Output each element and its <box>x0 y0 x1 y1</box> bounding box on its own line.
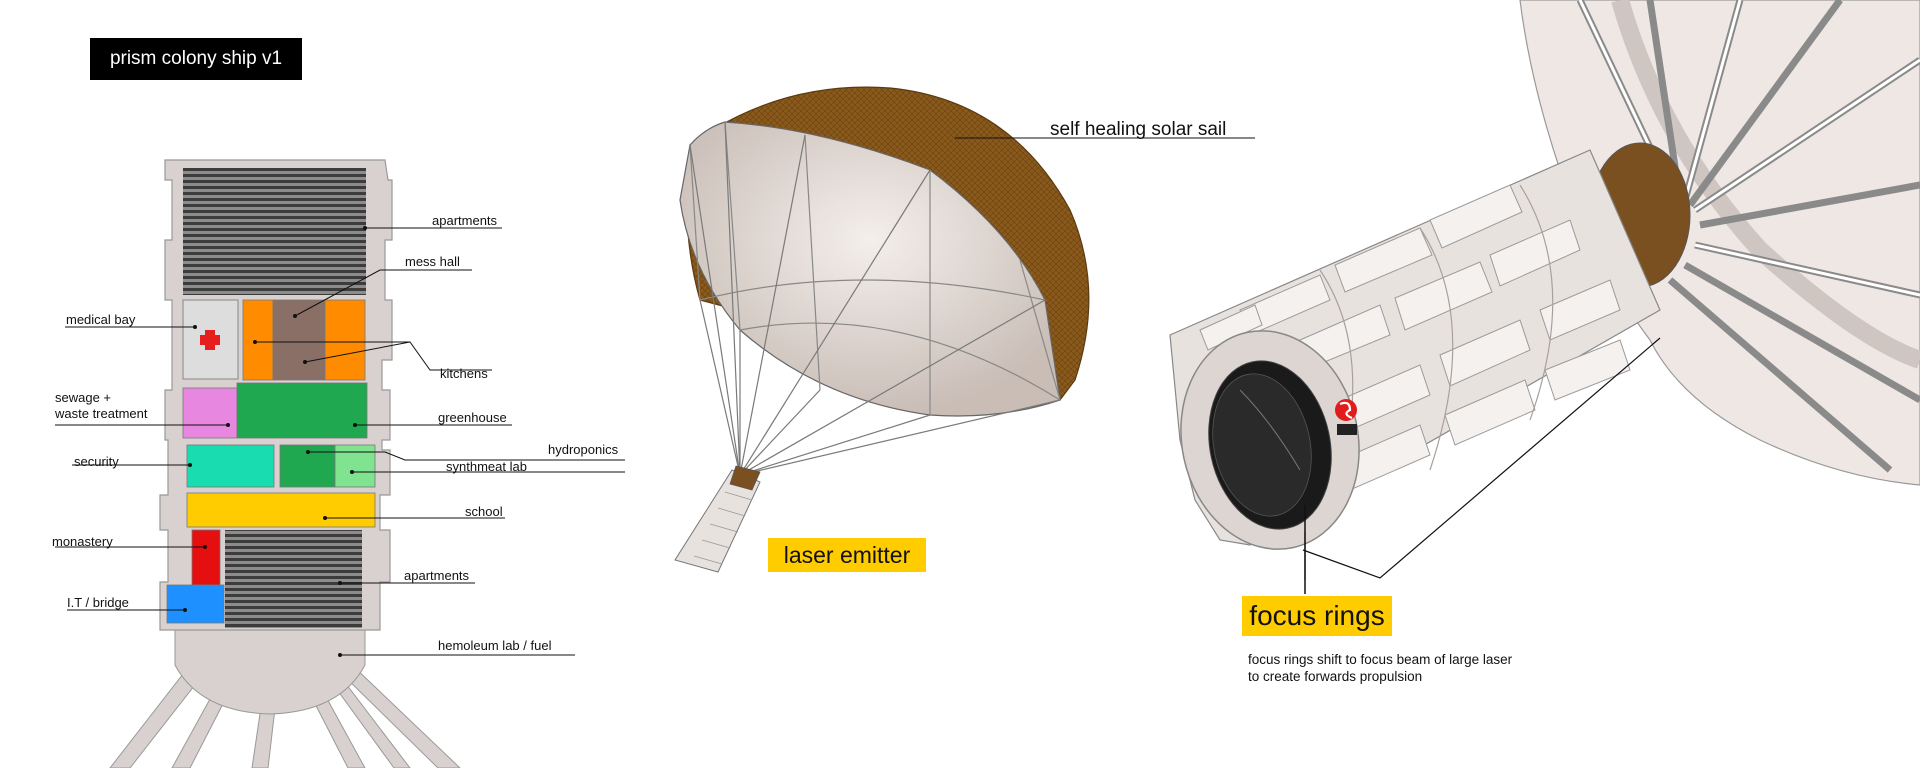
label-monastery: monastery <box>52 534 113 549</box>
label-greenhouse: greenhouse <box>438 410 507 425</box>
focus-rings-closeup <box>1161 0 1920 594</box>
mess-hall-block <box>273 300 325 380</box>
description-line-2: to create forwards propulsion <box>1248 668 1512 685</box>
focus-rings-label: focus rings <box>1242 596 1392 636</box>
label-apartments-top: apartments <box>432 213 498 228</box>
school-block <box>187 493 375 527</box>
label-sewage-line1: sewage + <box>55 390 111 405</box>
description-line-1: focus rings shift to focus beam of large… <box>1248 651 1512 668</box>
label-hemoleum-lab: hemoleum lab / fuel <box>438 638 552 653</box>
kitchens-left-block <box>243 300 273 380</box>
label-school: school <box>465 504 503 519</box>
label-security: security <box>74 454 119 469</box>
laser-emitter-label: laser emitter <box>768 538 926 572</box>
label-medical-bay: medical bay <box>66 312 136 327</box>
sewage-block <box>183 388 237 438</box>
greenhouse-block <box>237 383 367 438</box>
security-block <box>187 445 274 487</box>
monastery-block <box>192 530 220 585</box>
label-kitchens: kitchens <box>440 366 488 381</box>
ship-with-sail: self healing solar sail <box>675 87 1255 572</box>
label-hydroponics: hydroponics <box>548 442 619 457</box>
label-solar-sail: self healing solar sail <box>1050 119 1226 140</box>
label-mess-hall: mess hall <box>405 254 460 269</box>
label-sewage-line2: waste treatment <box>54 406 148 421</box>
apartments-bottom-block <box>225 530 362 628</box>
laser-emitter-body <box>675 466 760 572</box>
kitchens-right-block <box>325 300 365 380</box>
logo-badge <box>1335 399 1357 435</box>
apartments-top-block <box>183 168 366 295</box>
hydroponics-block <box>335 445 375 487</box>
focus-rings-description: focus rings shift to focus beam of large… <box>1248 651 1512 685</box>
label-apartments-bottom: apartments <box>404 568 470 583</box>
label-synthmeat-lab: synthmeat lab <box>446 459 527 474</box>
it-bridge-block <box>167 585 224 623</box>
label-it-bridge: I.T / bridge <box>67 595 129 610</box>
cross-section: apartments mess hall medical bay kitchen… <box>52 160 625 768</box>
